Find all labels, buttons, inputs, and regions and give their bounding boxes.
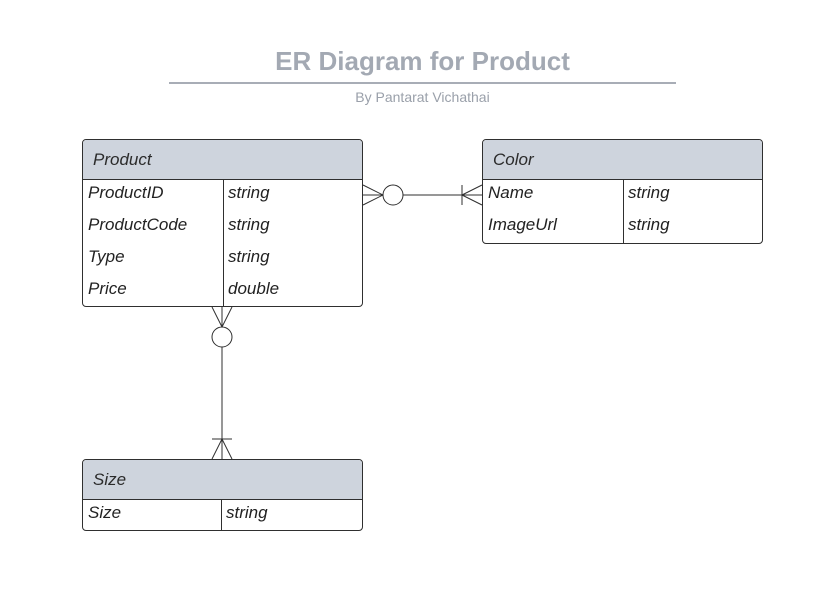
title-underline <box>169 82 676 84</box>
attribute-row: Type string <box>83 244 362 276</box>
relationship-product-size <box>211 306 233 460</box>
column-separator <box>223 180 224 306</box>
attribute-type: string <box>226 503 268 522</box>
zero-circle-icon <box>211 326 233 348</box>
attribute-name: Price <box>88 279 127 298</box>
zero-circle-icon <box>382 184 404 206</box>
entity-color[interactable]: Color Name string ImageUrl string <box>482 139 763 244</box>
crows-foot-icon <box>221 306 233 328</box>
attribute-row: Size string <box>83 500 362 530</box>
attribute-type: string <box>228 215 270 234</box>
entity-color-header: Color <box>483 140 762 180</box>
crows-foot-icon <box>461 194 483 206</box>
relationship-product-color <box>362 184 483 206</box>
diagram-title: ER Diagram for Product <box>275 46 570 76</box>
attribute-name: Size <box>88 503 122 522</box>
attribute-type: double <box>228 279 280 298</box>
attribute-name: ProductID <box>88 183 164 202</box>
attribute-name: Type <box>88 247 125 266</box>
attribute-row: Name string <box>483 180 762 212</box>
attribute-type: string <box>228 183 270 202</box>
crows-foot-icon <box>211 306 223 328</box>
entity-size-header: Size <box>83 460 362 500</box>
attribute-row: Price double <box>83 276 362 306</box>
attribute-type: string <box>628 183 670 202</box>
column-separator <box>221 500 222 530</box>
attribute-type: string <box>228 247 270 266</box>
attribute-row: ProductID string <box>83 180 362 212</box>
attribute-name: ProductCode <box>88 215 188 234</box>
attribute-name: ImageUrl <box>488 215 557 234</box>
crows-foot-icon <box>362 194 384 206</box>
entity-product-header: Product <box>83 140 362 180</box>
entity-size[interactable]: Size Size string <box>82 459 363 531</box>
diagram-subtitle: By Pantarat Vichathai <box>355 89 490 105</box>
crows-foot-icon <box>221 438 233 460</box>
attribute-row: ImageUrl string <box>483 212 762 243</box>
attribute-name: Name <box>488 183 534 202</box>
attribute-type: string <box>628 215 670 234</box>
entity-product[interactable]: Product ProductID string ProductCode str… <box>82 139 363 307</box>
crows-foot-icon <box>362 184 384 196</box>
column-separator <box>623 180 624 243</box>
attribute-row: ProductCode string <box>83 212 362 244</box>
crows-foot-icon <box>211 438 223 460</box>
crows-foot-icon <box>461 184 483 196</box>
